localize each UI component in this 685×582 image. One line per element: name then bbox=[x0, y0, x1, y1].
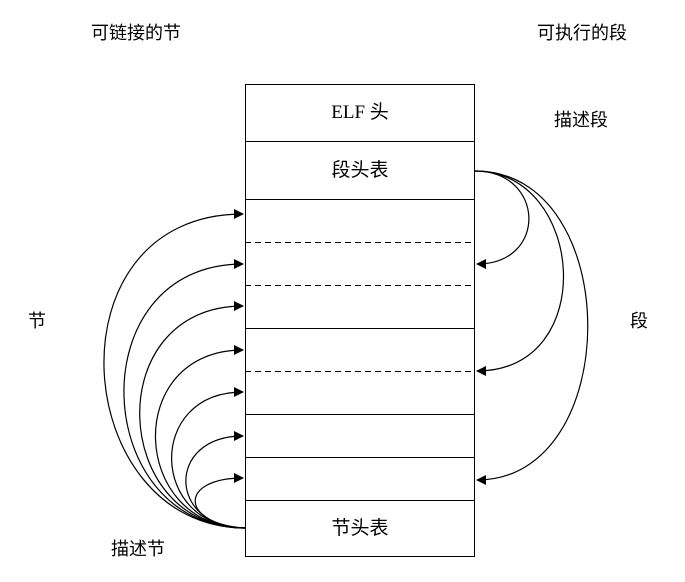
section-arrow bbox=[154, 345, 246, 529]
linkable-sections-header: 可链接的节 bbox=[91, 23, 181, 44]
segments-label: 段 bbox=[630, 311, 648, 332]
section-arrow bbox=[123, 259, 246, 529]
segment-arrow bbox=[474, 170, 589, 485]
describe-sections-label: 描述节 bbox=[111, 539, 165, 560]
describe-segments-label: 描述段 bbox=[554, 110, 608, 131]
elf-file-outline bbox=[245, 84, 475, 557]
program-header-table-cell: 段头表 bbox=[331, 159, 388, 181]
section-arrows bbox=[103, 209, 246, 529]
sections-label: 节 bbox=[28, 311, 46, 332]
segment-arrows bbox=[474, 170, 589, 485]
elf-header-cell: ELF 头 bbox=[331, 101, 389, 123]
section-arrow bbox=[194, 473, 246, 529]
executable-segments-header: 可执行的段 bbox=[537, 23, 627, 44]
segment-arrow bbox=[474, 170, 565, 376]
section-header-table-cell: 节头表 bbox=[331, 517, 388, 539]
elf-file-box: ELF 头 段头表 节头表 bbox=[245, 84, 475, 557]
segment-arrow bbox=[474, 170, 530, 269]
section-arrow bbox=[103, 209, 246, 529]
section-arrow bbox=[139, 301, 246, 529]
